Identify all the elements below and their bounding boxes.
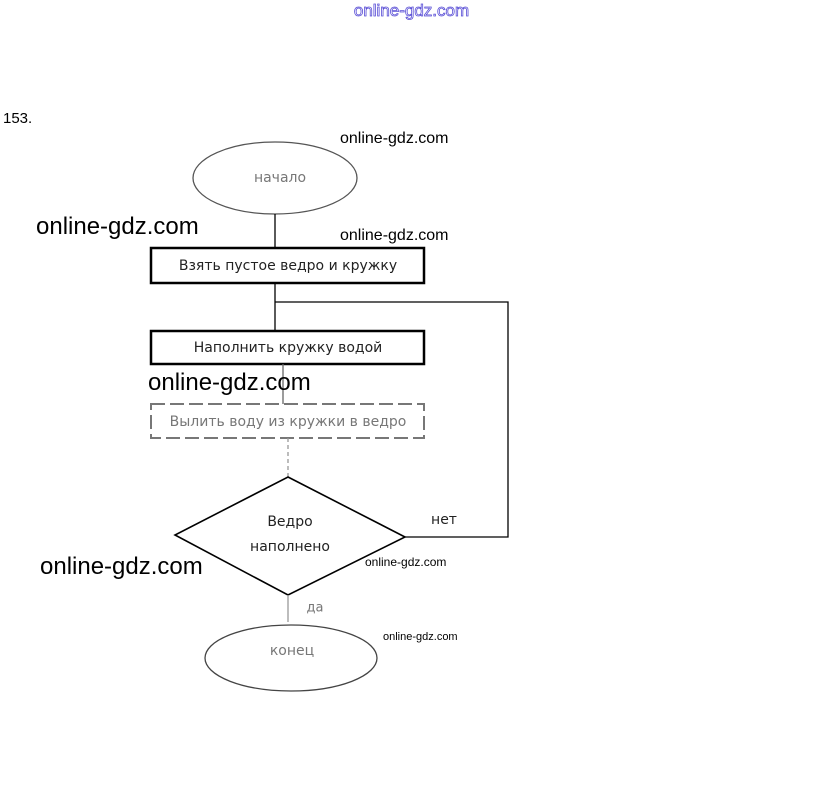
step2-label: Наполнить кружку водой [193, 340, 383, 356]
watermark: online-gdz.com [340, 227, 449, 244]
decision-diamond [173, 476, 407, 596]
watermark: online-gdz.com [40, 553, 203, 580]
step1-label: Взять пустое ведро и кружку [178, 258, 398, 274]
loop-back-line [275, 301, 509, 538]
header-watermark: online-gdz.com [353, 1, 470, 21]
decision-label-line1: Ведро [267, 514, 313, 530]
process-box-1 [149, 246, 426, 285]
no-label: нет [431, 512, 457, 528]
watermark: online-gdz.com [36, 213, 199, 240]
start-label: начало [253, 170, 307, 186]
yes-label: да [306, 600, 324, 616]
end-label: конец [269, 643, 315, 659]
watermark: online-gdz.com [365, 555, 447, 569]
process-box-2 [149, 329, 426, 366]
step3-label: Вылить воду из кружки в ведро [169, 414, 407, 430]
decision-label-line2: наполнено [250, 539, 330, 555]
problem-number: 153. [3, 110, 33, 127]
watermark: online-gdz.com [340, 130, 449, 147]
watermark: online-gdz.com [148, 369, 311, 396]
watermark: online-gdz.com [383, 631, 458, 643]
end-terminal [204, 624, 378, 692]
